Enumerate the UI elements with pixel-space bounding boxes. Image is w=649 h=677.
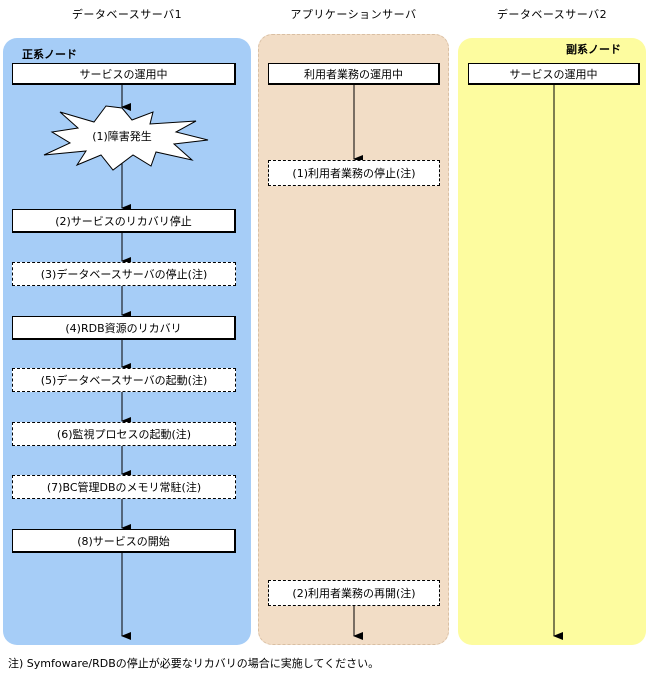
business-stop: (1)利用者業務の停止(注) [268, 160, 440, 186]
footnote: 注) Symfoware/RDBの停止が必要なリカバリの場合に実施してください。 [8, 657, 380, 670]
step-2-recovery-stop: (2)サービスのリカバリ停止 [12, 209, 236, 233]
step-5-db-server-start: (5)データベースサーバの起動(注) [12, 368, 236, 392]
step-3-db-server-stop: (3)データベースサーバの停止(注) [12, 262, 236, 286]
failure-burst-shape [43, 105, 209, 171]
step-4-rdb-recovery: (4)RDB資源のリカバリ [12, 316, 236, 340]
business-resume: (2)利用者業務の再開(注) [268, 580, 440, 606]
secondary-node-label: 副系ノード [566, 43, 621, 56]
step-6-monitor-start: (6)監視プロセスの起動(注) [12, 422, 236, 446]
secondary-service-running: サービスの運用中 [468, 63, 640, 85]
primary-node-label: 正系ノード [22, 48, 77, 61]
step-7-bc-memory-resident: (7)BC管理DBのメモリ常駐(注) [12, 475, 236, 499]
secondary-node-lane [458, 38, 646, 645]
primary-service-running: サービスの運用中 [12, 63, 236, 85]
column-title-db-server-2: データベースサーバ2 [496, 8, 608, 21]
failure-label: (1)障害発生 [92, 130, 152, 143]
business-running: 利用者業務の運用中 [268, 63, 440, 85]
column-title-db-server-1: データベースサーバ1 [71, 8, 183, 21]
step-8-service-start: (8)サービスの開始 [12, 529, 236, 553]
column-title-app-server: アプリケーションサーバ [290, 8, 417, 21]
